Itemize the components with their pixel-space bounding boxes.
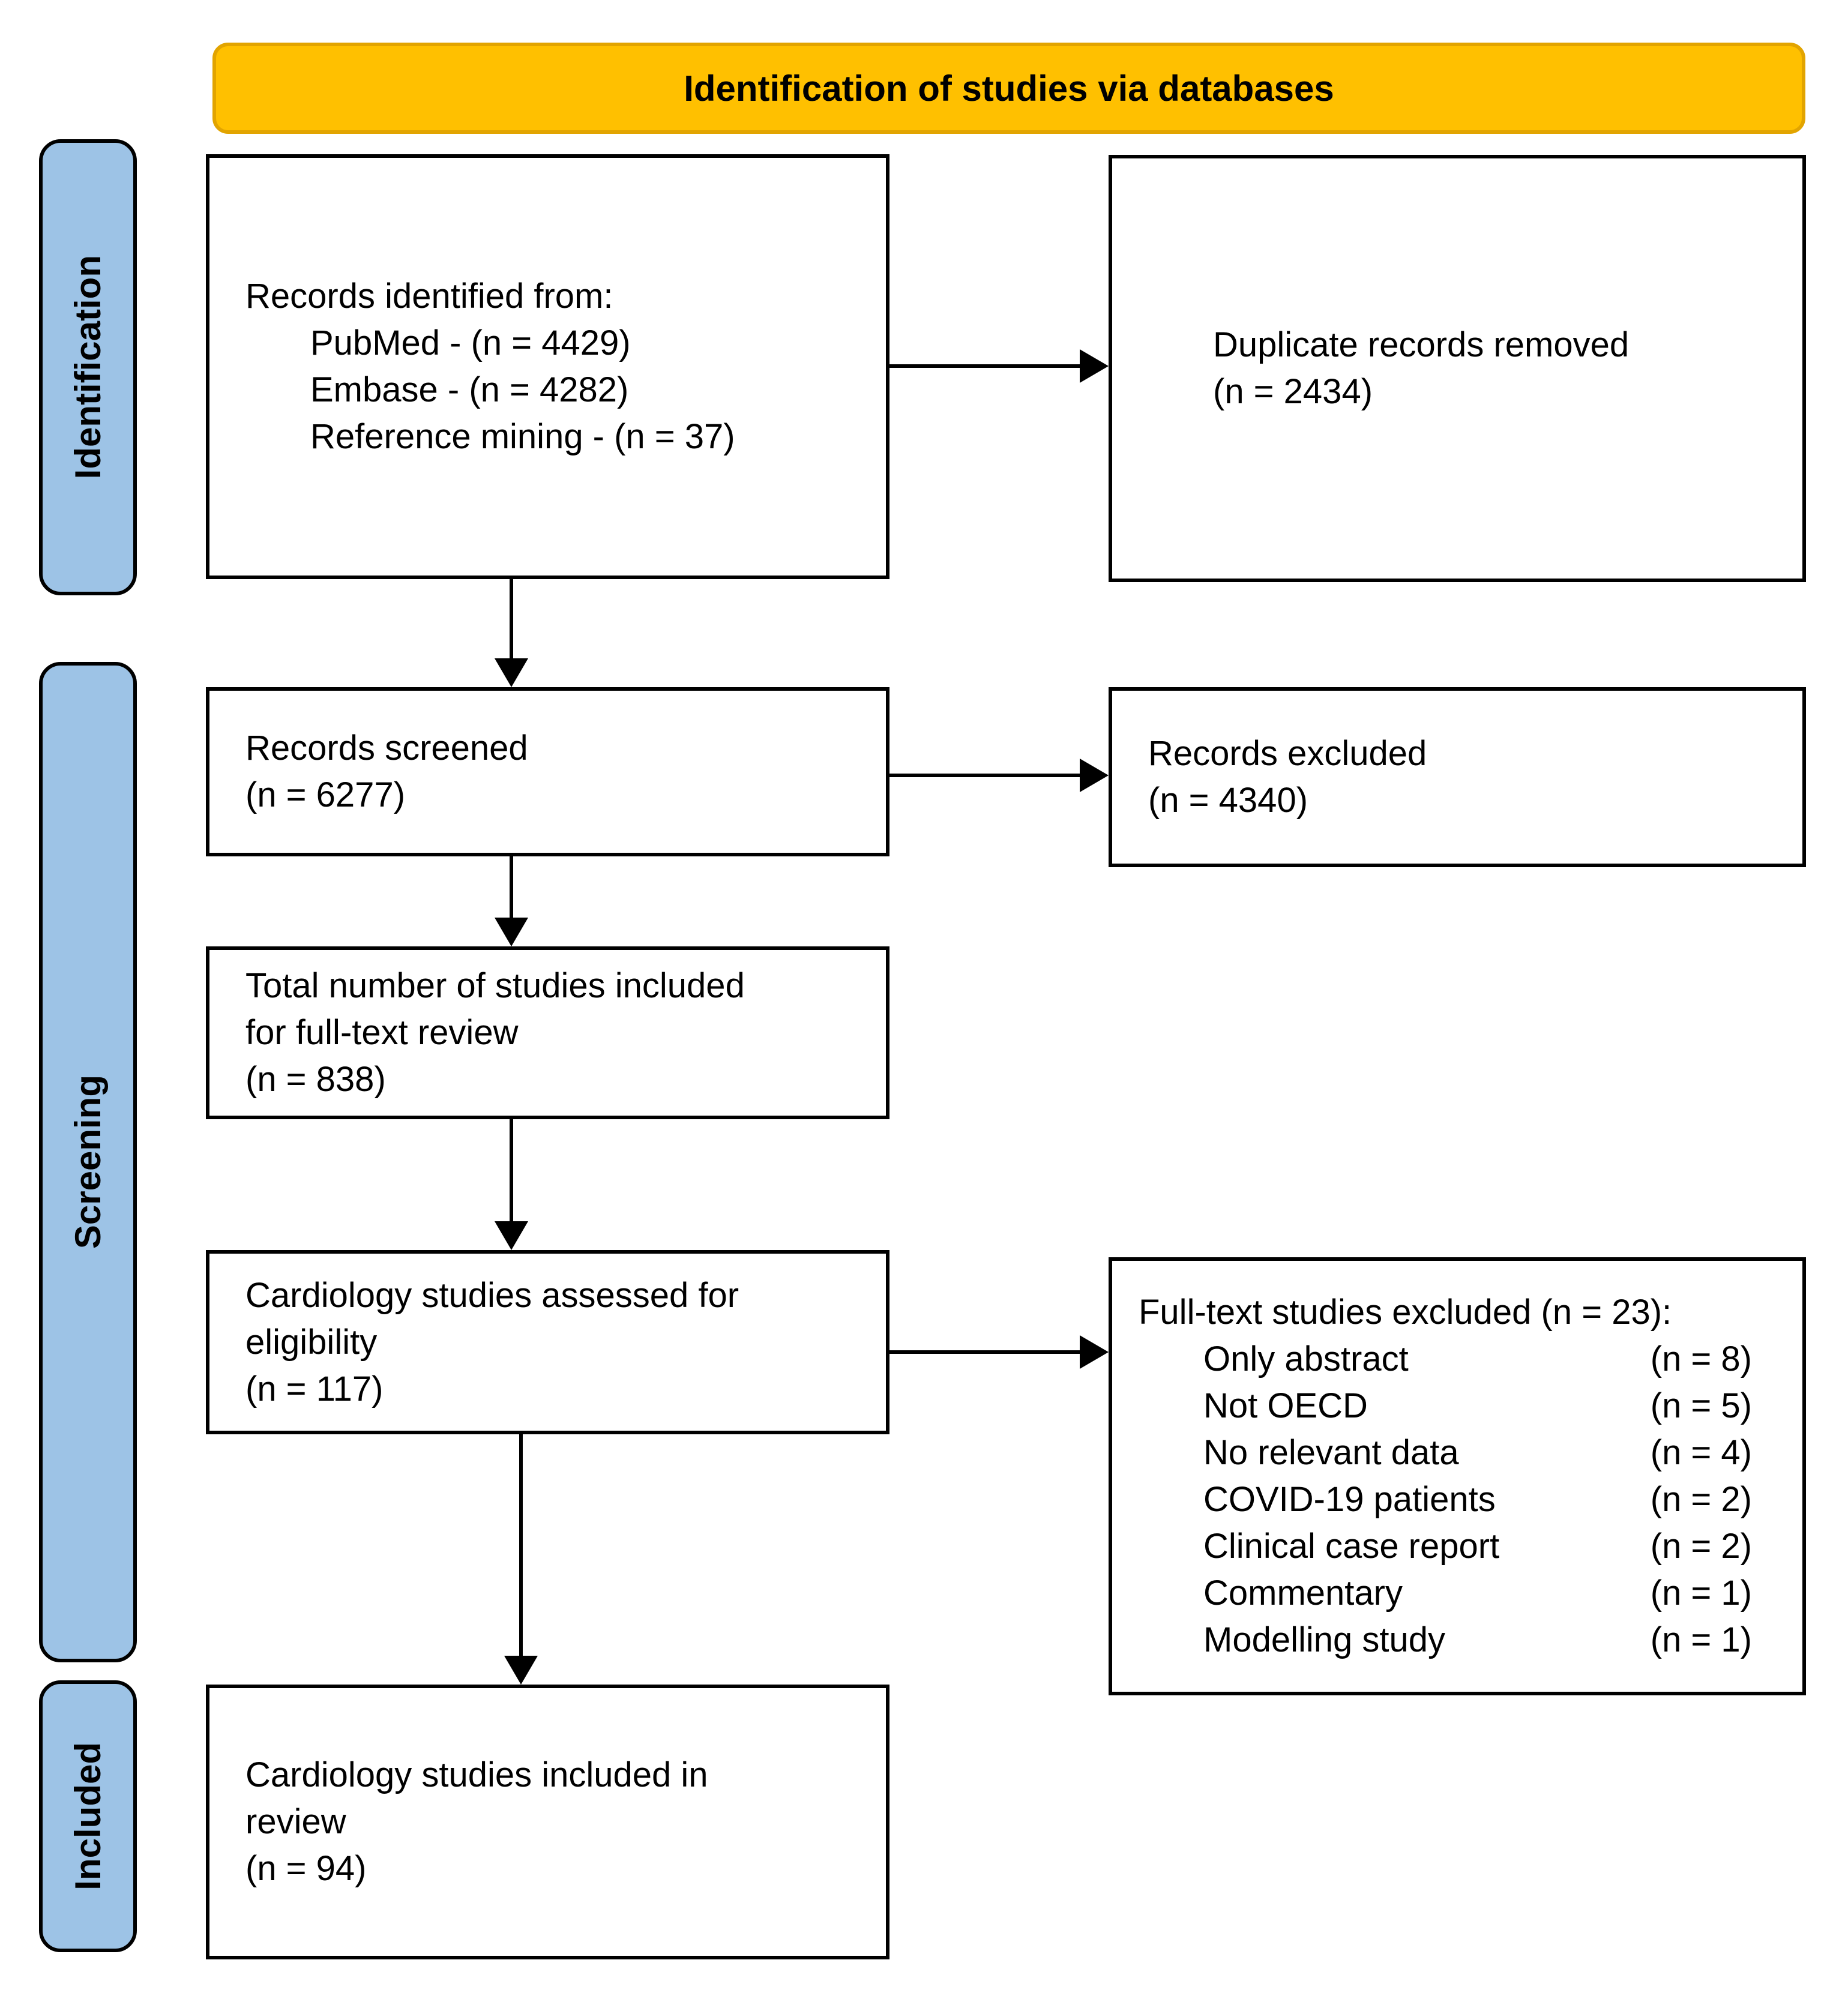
- exclusion-reason-count: (n = 1): [1650, 1574, 1752, 1613]
- banner-title: Identification of studies via databases: [684, 68, 1334, 109]
- stage-pill-screening: Screening: [39, 662, 137, 1662]
- exclusion-reason-count: (n = 2): [1650, 1480, 1752, 1519]
- records-excluded-count: (n = 4340): [1148, 781, 1308, 820]
- arrow-down-icon: [504, 1656, 538, 1685]
- arrow-down-icon: [495, 658, 528, 687]
- exclusion-reason-row: Commentary (n = 1): [1139, 1570, 1752, 1617]
- records-identified-source-pubmed: PubMed - (n = 4429): [310, 323, 631, 362]
- duplicates-removed-line1: Duplicate records removed: [1213, 325, 1630, 364]
- box-included-review: Cardiology studies included in review (n…: [206, 1685, 889, 1959]
- exclusion-reason-label: No relevant data: [1203, 1433, 1459, 1472]
- exclusion-reason-label: Only abstract: [1203, 1339, 1409, 1378]
- records-screened-count: (n = 6277): [245, 775, 406, 814]
- arrow-down-icon: [495, 918, 528, 946]
- arrow-right-icon: [1080, 349, 1109, 383]
- exclusion-reason-label: Modelling study: [1203, 1620, 1445, 1659]
- box-full-text-review: Total number of studies included for ful…: [206, 946, 889, 1119]
- exclusion-reason-row: Only abstract (n = 8): [1139, 1336, 1752, 1383]
- box-records-identified: Records identified from: PubMed - (n = 4…: [206, 154, 889, 579]
- box-records-excluded: Records excluded (n = 4340): [1109, 687, 1806, 867]
- records-screened-line1: Records screened: [245, 729, 528, 768]
- arrow-down-icon: [495, 1221, 528, 1250]
- assessed-eligibility-count: (n = 117): [245, 1369, 384, 1408]
- arrow-identified-to-screened-line: [510, 579, 513, 660]
- exclusion-reason-label: COVID-19 patients: [1203, 1480, 1496, 1519]
- records-identified-source-reference-mining: Reference mining - (n = 37): [310, 417, 735, 456]
- exclusion-reason-count: (n = 8): [1650, 1339, 1752, 1378]
- exclusion-reason-row: No relevant data (n = 4): [1139, 1429, 1752, 1476]
- arrow-assessed-to-ftexcluded-line: [889, 1350, 1082, 1354]
- stage-label-included: Included: [68, 1742, 108, 1890]
- exclusion-reason-row: COVID-19 patients (n = 2): [1139, 1476, 1752, 1523]
- stage-pill-identification: Identification: [39, 139, 137, 595]
- stage-label-identification: Identification: [68, 255, 108, 479]
- records-excluded-line1: Records excluded: [1148, 734, 1427, 773]
- included-review-count: (n = 94): [245, 1849, 367, 1888]
- exclusion-reason-count: (n = 2): [1650, 1527, 1752, 1566]
- assessed-eligibility-line1: Cardiology studies assessed for: [245, 1275, 739, 1315]
- box-full-text-excluded: Full-text studies excluded (n = 23): Onl…: [1109, 1257, 1806, 1695]
- box-records-screened: Records screened (n = 6277): [206, 687, 889, 856]
- exclusion-reason-label: Commentary: [1203, 1574, 1403, 1613]
- arrow-screened-to-excluded-line: [889, 774, 1082, 777]
- records-identified-title: Records identified from:: [245, 277, 613, 316]
- assessed-eligibility-line2: eligibility: [245, 1322, 378, 1362]
- box-assessed-eligibility: Cardiology studies assessed for eligibil…: [206, 1250, 889, 1434]
- records-identified-source-embase: Embase - (n = 4282): [310, 370, 629, 409]
- stage-label-screening: Screening: [68, 1075, 108, 1249]
- stage-pill-included: Included: [39, 1680, 137, 1952]
- full-text-review-line1: Total number of studies included: [245, 966, 745, 1005]
- arrow-assessed-to-included-line: [519, 1434, 523, 1657]
- exclusion-reason-count: (n = 1): [1650, 1620, 1752, 1659]
- exclusion-reason-label: Not OECD: [1203, 1386, 1368, 1425]
- full-text-review-line2: for full-text review: [245, 1013, 519, 1052]
- full-text-review-count: (n = 838): [245, 1060, 386, 1099]
- arrow-identified-to-duplicates-line: [889, 364, 1082, 368]
- exclusion-reason-label: Clinical case report: [1203, 1527, 1500, 1566]
- arrow-screened-to-fulltext-line: [510, 856, 513, 919]
- exclusion-reason-row: Modelling study (n = 1): [1139, 1617, 1752, 1664]
- exclusion-reason-count: (n = 5): [1650, 1386, 1752, 1425]
- exclusion-reason-count: (n = 4): [1650, 1433, 1752, 1472]
- box-duplicate-records-removed: Duplicate records removed (n = 2434): [1109, 155, 1806, 582]
- full-text-excluded-title: Full-text studies excluded (n = 23):: [1139, 1293, 1672, 1332]
- arrow-right-icon: [1080, 1335, 1109, 1369]
- exclusion-reason-row: Not OECD (n = 5): [1139, 1383, 1752, 1429]
- included-review-line2: review: [245, 1802, 346, 1841]
- included-review-line1: Cardiology studies included in: [245, 1755, 708, 1794]
- arrow-right-icon: [1080, 759, 1109, 792]
- exclusion-reason-row: Clinical case report (n = 2): [1139, 1523, 1752, 1570]
- banner-identification-via-databases: Identification of studies via databases: [212, 43, 1805, 134]
- duplicates-removed-count: (n = 2434): [1213, 372, 1373, 411]
- arrow-fulltext-to-assessed-line: [510, 1119, 513, 1222]
